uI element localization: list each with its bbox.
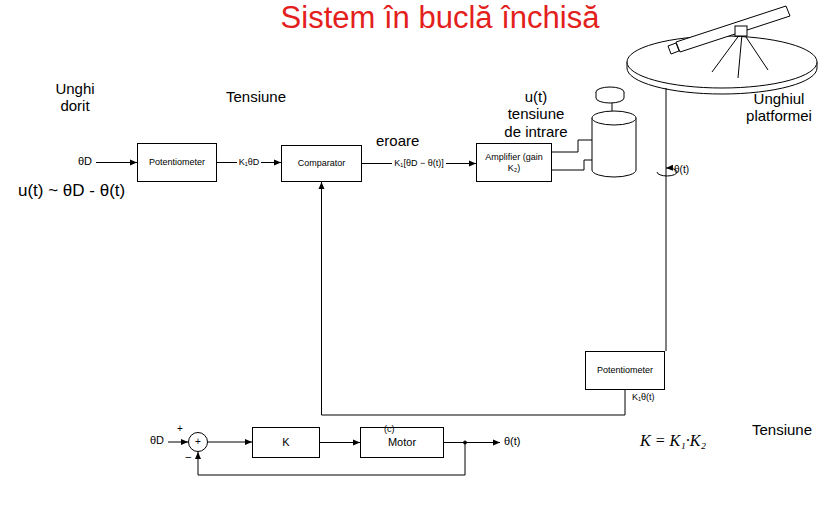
tripod-leg <box>738 34 742 78</box>
gear-side <box>596 92 624 103</box>
telescope-mount <box>735 26 747 36</box>
signal-label: K₁[θD − θ(t)] <box>392 159 445 169</box>
potentiometer-box: Potentiometer <box>585 351 665 390</box>
potentiometer-box: Potentiometer <box>137 143 217 182</box>
signal-label: K₁θD <box>237 158 262 168</box>
input-arrow <box>168 442 188 443</box>
motor-top <box>592 111 636 125</box>
node-label: K <box>282 436 289 449</box>
input-arrow <box>96 162 137 163</box>
telescope-eyepiece <box>668 43 679 54</box>
signal-connector <box>208 442 252 443</box>
annotation: u(t) tensiune de intrare <box>498 88 574 140</box>
gain-box: K <box>252 427 320 458</box>
figure-tag: (c) <box>384 424 395 434</box>
platform <box>627 36 817 88</box>
node-label: Potentiometer <box>149 157 205 167</box>
sign-mark: + <box>177 423 183 435</box>
motor-body <box>592 118 636 177</box>
motor-wire <box>550 140 592 152</box>
signal-connector <box>320 442 360 443</box>
annotation: Tensiune <box>226 88 286 105</box>
handwritten-note: K = K₁·K₂ <box>640 432 706 450</box>
rotation-arrow <box>657 168 677 176</box>
signal-name: θD <box>78 155 92 168</box>
sign-mark: − <box>185 451 191 464</box>
node-label: Amplifier (gain K₂) <box>479 152 549 173</box>
platform-shaft <box>666 88 667 351</box>
node-label: Motor <box>388 436 416 449</box>
junction-circle <box>189 433 208 452</box>
motor-wire <box>550 160 592 170</box>
signal-name: θ(t) <box>504 435 521 448</box>
telescope-tube <box>676 6 790 52</box>
node-label: + <box>195 436 201 448</box>
signal-connector <box>322 182 626 415</box>
annotation: Tensiune <box>752 421 812 438</box>
signal-label: K₁θ(t) <box>630 393 657 403</box>
annotation: eroare <box>376 132 419 149</box>
annotation: Unghi dorit <box>40 80 110 115</box>
motor-box: Motor <box>360 427 444 458</box>
summing-junction: + <box>188 432 208 452</box>
signal-name: θD <box>150 434 164 447</box>
amplifier-box: Amplifier (gain K₂) <box>476 143 552 182</box>
slide-title: Sistem în buclă închisă <box>0 0 821 36</box>
signal-name: θ(t) <box>674 164 689 176</box>
annotation: Unghiul platformei <box>738 90 820 125</box>
tripod-leg <box>744 34 768 70</box>
equation: u(t) ~ θD - θ(t) <box>18 181 125 201</box>
node-label: Comparator <box>298 158 346 168</box>
node-label: Potentiometer <box>597 365 653 375</box>
comparator-box: Comparator <box>281 145 362 182</box>
